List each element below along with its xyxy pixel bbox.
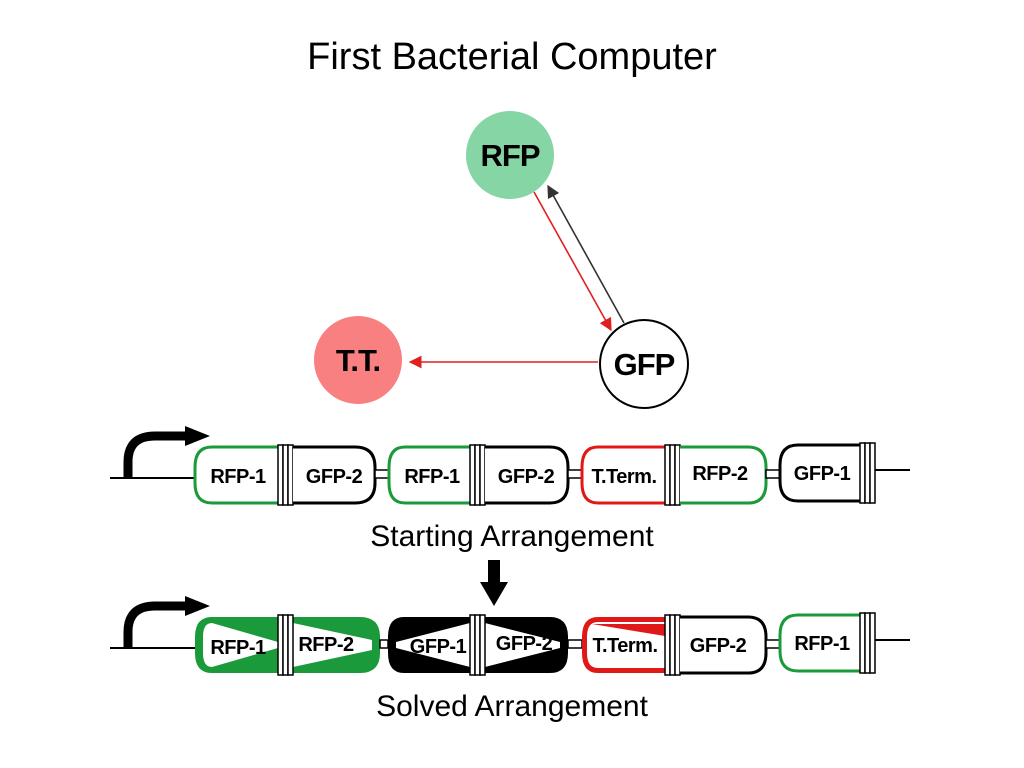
start-junction-4 — [859, 442, 876, 504]
solved-junction-3 — [664, 614, 681, 676]
start-seg-4-label: GFP-2 — [498, 466, 555, 488]
down-arrow-icon — [480, 560, 508, 606]
node-gfp: GFP — [599, 319, 689, 409]
node-rfp-label: RFP — [481, 138, 540, 173]
start-seg-3-label: RFP-1 — [404, 466, 460, 488]
node-rfp: RFP — [466, 111, 554, 199]
start-junction-2 — [469, 444, 486, 506]
solved-seg-5-label: T.Term. — [592, 635, 657, 657]
start-seg-5-label: T.Term. — [591, 466, 656, 488]
start-seg-1-label: RFP-1 — [210, 466, 266, 488]
start-junction-3 — [664, 444, 681, 506]
solved-junction-2 — [469, 614, 486, 676]
solved-construct: RFP-1 RFP-2 GFP-1 GFP-2 T.Term. — [110, 596, 910, 676]
solved-junction-1 — [277, 614, 294, 676]
node-tt-label: T.T. — [336, 343, 380, 378]
promoter-arrow-icon — [110, 426, 210, 479]
starting-construct: RFP-1 GFP-2 RFP-1 GFP-2 T.Term. — [110, 426, 910, 506]
solved-seg-4-label: GFP-2 — [496, 633, 553, 655]
node-gfp-label: GFP — [614, 347, 675, 382]
edge-gfp-to-rfp — [547, 184, 625, 324]
solved-junction-4 — [859, 612, 876, 674]
promoter-arrow-icon — [110, 596, 210, 649]
solved-caption: Solved Arrangement — [376, 690, 648, 723]
edge-rfp-to-gfp — [533, 191, 612, 332]
solved-seg-1-label: RFP-1 — [210, 637, 266, 659]
solved-seg-7-label: RFP-1 — [794, 633, 850, 655]
solved-seg-6-label: GFP-2 — [690, 635, 747, 657]
starting-caption: Starting Arrangement — [370, 520, 654, 553]
start-junction-1 — [277, 444, 294, 506]
start-seg-6-label: RFP-2 — [692, 463, 748, 485]
solved-seg-2-label: RFP-2 — [298, 634, 354, 656]
start-seg-7-label: GFP-1 — [794, 463, 851, 485]
solved-seg-3-label: GFP-1 — [410, 636, 467, 658]
node-tt: T.T. — [314, 316, 402, 404]
start-seg-2-label: GFP-2 — [306, 466, 363, 488]
page-title: First Bacterial Computer — [307, 36, 717, 78]
